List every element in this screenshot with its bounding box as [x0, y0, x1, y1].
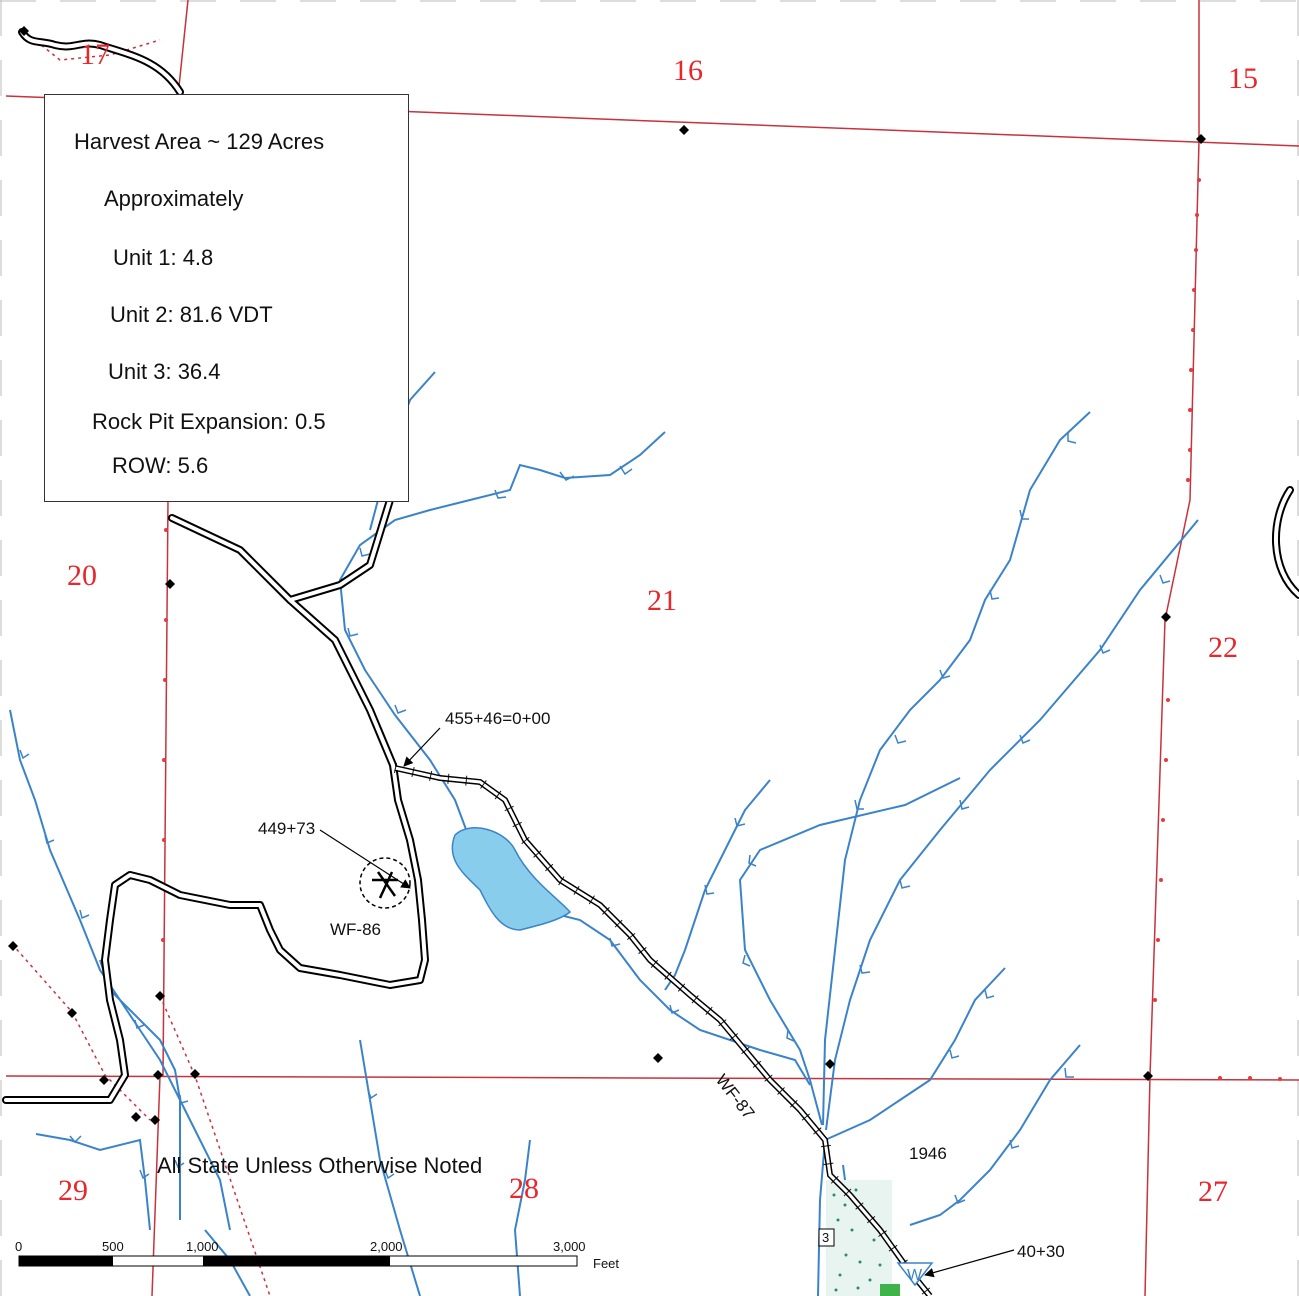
route-marker: 3	[818, 1228, 835, 1247]
legend-subtitle: Approximately	[104, 186, 244, 211]
legend-unit-1: Unit 1: 4.8	[113, 245, 214, 270]
svg-text:3,000: 3,000	[553, 1239, 586, 1254]
section-22: 22	[1208, 631, 1238, 664]
section-29: 29	[58, 1174, 88, 1207]
proposed-road-wf-87	[393, 763, 934, 1296]
station-label-bottom: 40+30	[1017, 1242, 1065, 1261]
station-label-top: 455+46=0+00	[445, 709, 550, 728]
ownership-note: All State Unless Otherwise Noted	[157, 1153, 482, 1178]
watershed-triangle-marker: W	[896, 1262, 934, 1287]
section-28: 28	[509, 1172, 539, 1205]
scale-bar: 0 500 1,000 2,000 3,000 Feet	[15, 1239, 619, 1271]
streams	[9, 371, 1199, 1296]
section-line-dots	[161, 178, 1282, 1081]
section-16: 16	[673, 54, 703, 87]
section-17: 17	[80, 38, 110, 71]
svg-text:3: 3	[822, 1230, 829, 1245]
harvest-legend-box: Harvest Area ~ 129 Acres Approximately U…	[44, 94, 409, 502]
legend-rock-pit: Rock Pit Expansion: 0.5	[92, 409, 326, 434]
svg-text:Feet: Feet	[593, 1256, 619, 1271]
wetland-parcel	[826, 1180, 900, 1296]
svg-text:W: W	[907, 1267, 923, 1284]
pit-name-label: WF-86	[330, 920, 381, 939]
station-bottom-leader	[924, 1249, 1015, 1278]
legend-unit-2: Unit 2: 81.6 VDT	[110, 302, 273, 327]
legend-unit-3: Unit 3: 36.4	[108, 359, 221, 384]
lake	[451, 827, 572, 931]
stream-flow-chevrons	[19, 432, 1171, 1204]
year-label: 1946	[909, 1144, 947, 1163]
svg-text:0: 0	[15, 1239, 22, 1254]
section-21: 21	[647, 584, 677, 617]
legend-title: Harvest Area ~ 129 Acres	[74, 129, 325, 154]
section-20: 20	[67, 559, 97, 592]
svg-text:1,000: 1,000	[186, 1239, 219, 1254]
section-15: 15	[1228, 62, 1258, 95]
station-top-leader	[403, 727, 441, 767]
svg-text:2,000: 2,000	[370, 1239, 403, 1254]
corner-markers	[8, 26, 1206, 1125]
station-label-pit: 449+73	[258, 819, 315, 838]
legend-row: ROW: 5.6	[112, 453, 209, 478]
station-pit-leader	[319, 829, 411, 889]
section-27: 27	[1198, 1175, 1228, 1208]
svg-text:500: 500	[102, 1239, 124, 1254]
existing-roads	[2, 28, 1299, 1104]
